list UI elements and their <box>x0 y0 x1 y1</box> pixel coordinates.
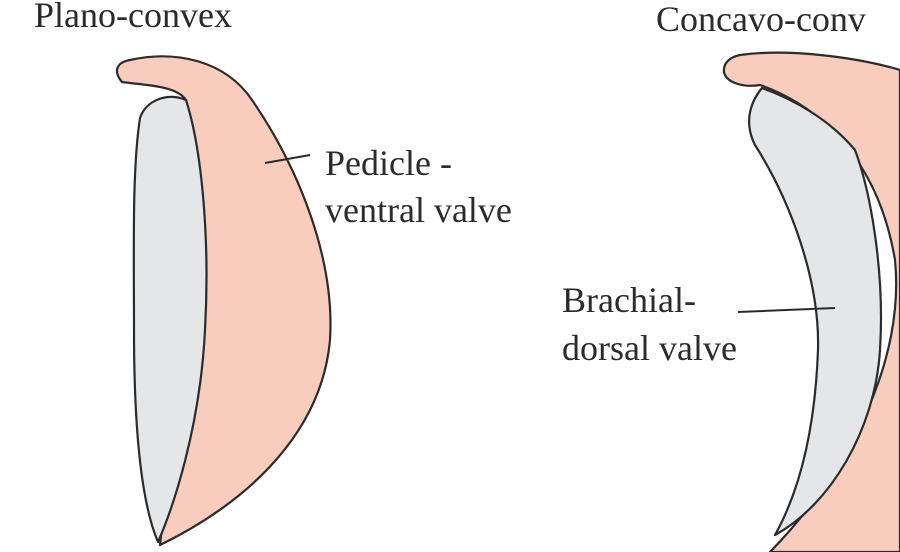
brachial-label-line1: Brachial- <box>562 280 696 320</box>
dorsal-valve-right <box>748 86 883 537</box>
dorsal-valve-left <box>132 95 208 544</box>
brachial-leader-line <box>737 307 836 313</box>
plano-convex-shell <box>115 55 332 547</box>
ventral-valve-right <box>722 51 900 552</box>
pedicle-label-line1: Pedicle - <box>325 143 452 183</box>
pedicle-leader-line <box>264 154 311 164</box>
plano-convex-title: Plano-convex <box>34 0 232 35</box>
ventral-valve-left <box>115 55 332 547</box>
brachial-label-line2: dorsal valve <box>562 328 737 368</box>
concavo-convex-title: Concavo-conv <box>656 0 866 39</box>
concavo-convex-shell <box>722 51 900 552</box>
pedicle-label-line2: ventral valve <box>325 190 512 230</box>
